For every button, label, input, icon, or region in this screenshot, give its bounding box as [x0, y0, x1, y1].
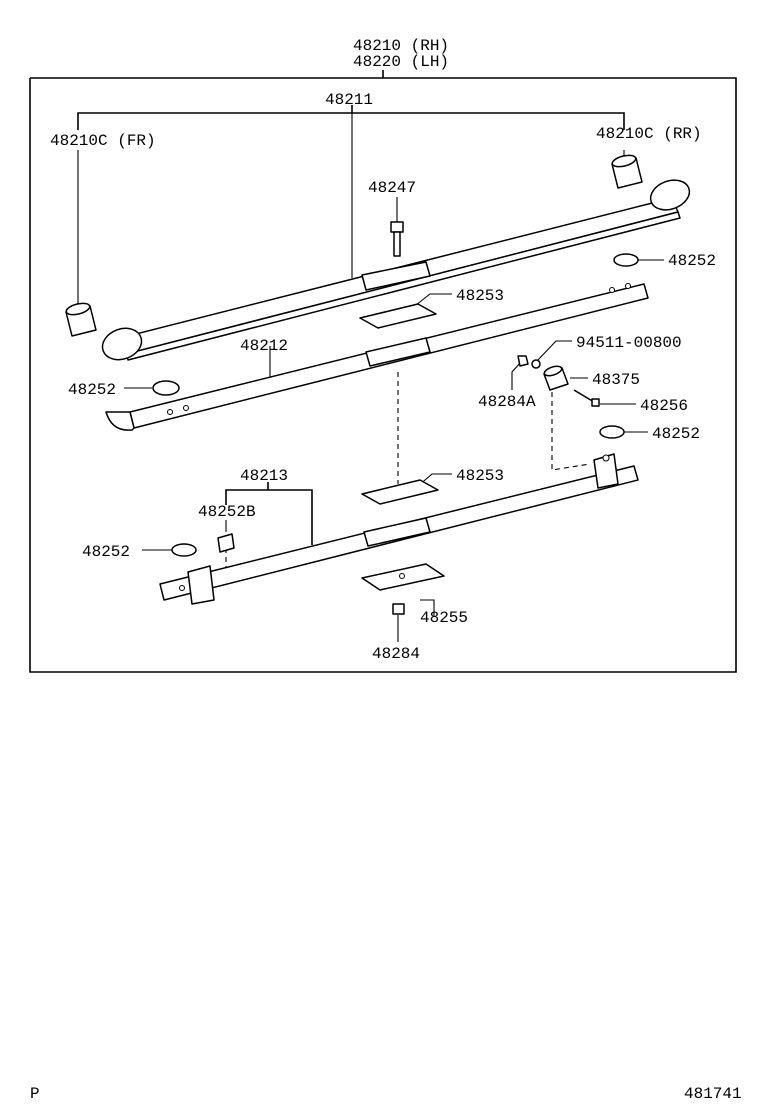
- label-center-bolt: 48247: [368, 179, 416, 197]
- screw-94511-00800: [531, 359, 541, 369]
- label-bushing-rear: 48210C (RR): [596, 125, 702, 143]
- silencer-left: [152, 380, 180, 396]
- parts: [65, 154, 691, 615]
- label-spacer-lower: 48253: [456, 467, 504, 485]
- label-leaf-third: 48213: [240, 467, 288, 485]
- diagram-frame: [29, 70, 737, 673]
- silencer-mid-right: [599, 425, 625, 439]
- label-silencer-left: 48252: [68, 381, 116, 399]
- label-insert: 48375: [592, 371, 640, 389]
- footer-left-code: P: [30, 1085, 40, 1103]
- main-leaf-48211: [101, 179, 691, 361]
- bushing-rear: [611, 154, 643, 189]
- label-seat-plate: 48255: [420, 609, 468, 627]
- label-main-leaf: 48211: [325, 91, 373, 109]
- silencer-top-right: [613, 253, 639, 267]
- label-assembly-rh: 48210 (RH): [353, 37, 449, 55]
- silencer-bottom-left: [171, 543, 197, 557]
- nut-48284: [392, 603, 405, 615]
- third-leaf-48213: [159, 453, 639, 605]
- label-silencer-bottom-left: 48252: [82, 543, 130, 561]
- label-screw-part: 94511-00800: [576, 334, 682, 352]
- clip-48252b: [217, 533, 235, 553]
- footer-right-code: 481741: [684, 1085, 742, 1103]
- insert-48375: [543, 365, 569, 391]
- leader-lines: [77, 105, 664, 642]
- label-spacer-upper: 48253: [456, 287, 504, 305]
- center-bolt-48247: [390, 221, 404, 257]
- bushing-front: [65, 302, 97, 337]
- part-labels: 48210 (RH) 48220 (LH) 48211 48210C (FR) …: [50, 37, 716, 663]
- label-silencer-top-right: 48252: [668, 252, 716, 270]
- spacer-upper: [359, 303, 437, 329]
- label-bushing-front: 48210C (FR): [50, 132, 156, 150]
- second-leaf-48212: [105, 283, 649, 431]
- spacer-lower: [361, 479, 439, 505]
- label-silencer-mid-right: 48252: [652, 425, 700, 443]
- label-leaf-second: 48212: [240, 337, 288, 355]
- label-nut: 48284: [372, 645, 420, 663]
- footer: P 481741: [30, 1085, 742, 1103]
- label-assembly-lh: 48220 (LH): [353, 53, 449, 71]
- label-clip-b: 48252B: [198, 503, 256, 521]
- bolt-48256: [573, 389, 600, 407]
- nut-48284a: [517, 355, 529, 367]
- label-nut-a: 48284A: [478, 393, 536, 411]
- label-bolt-clip: 48256: [640, 397, 688, 415]
